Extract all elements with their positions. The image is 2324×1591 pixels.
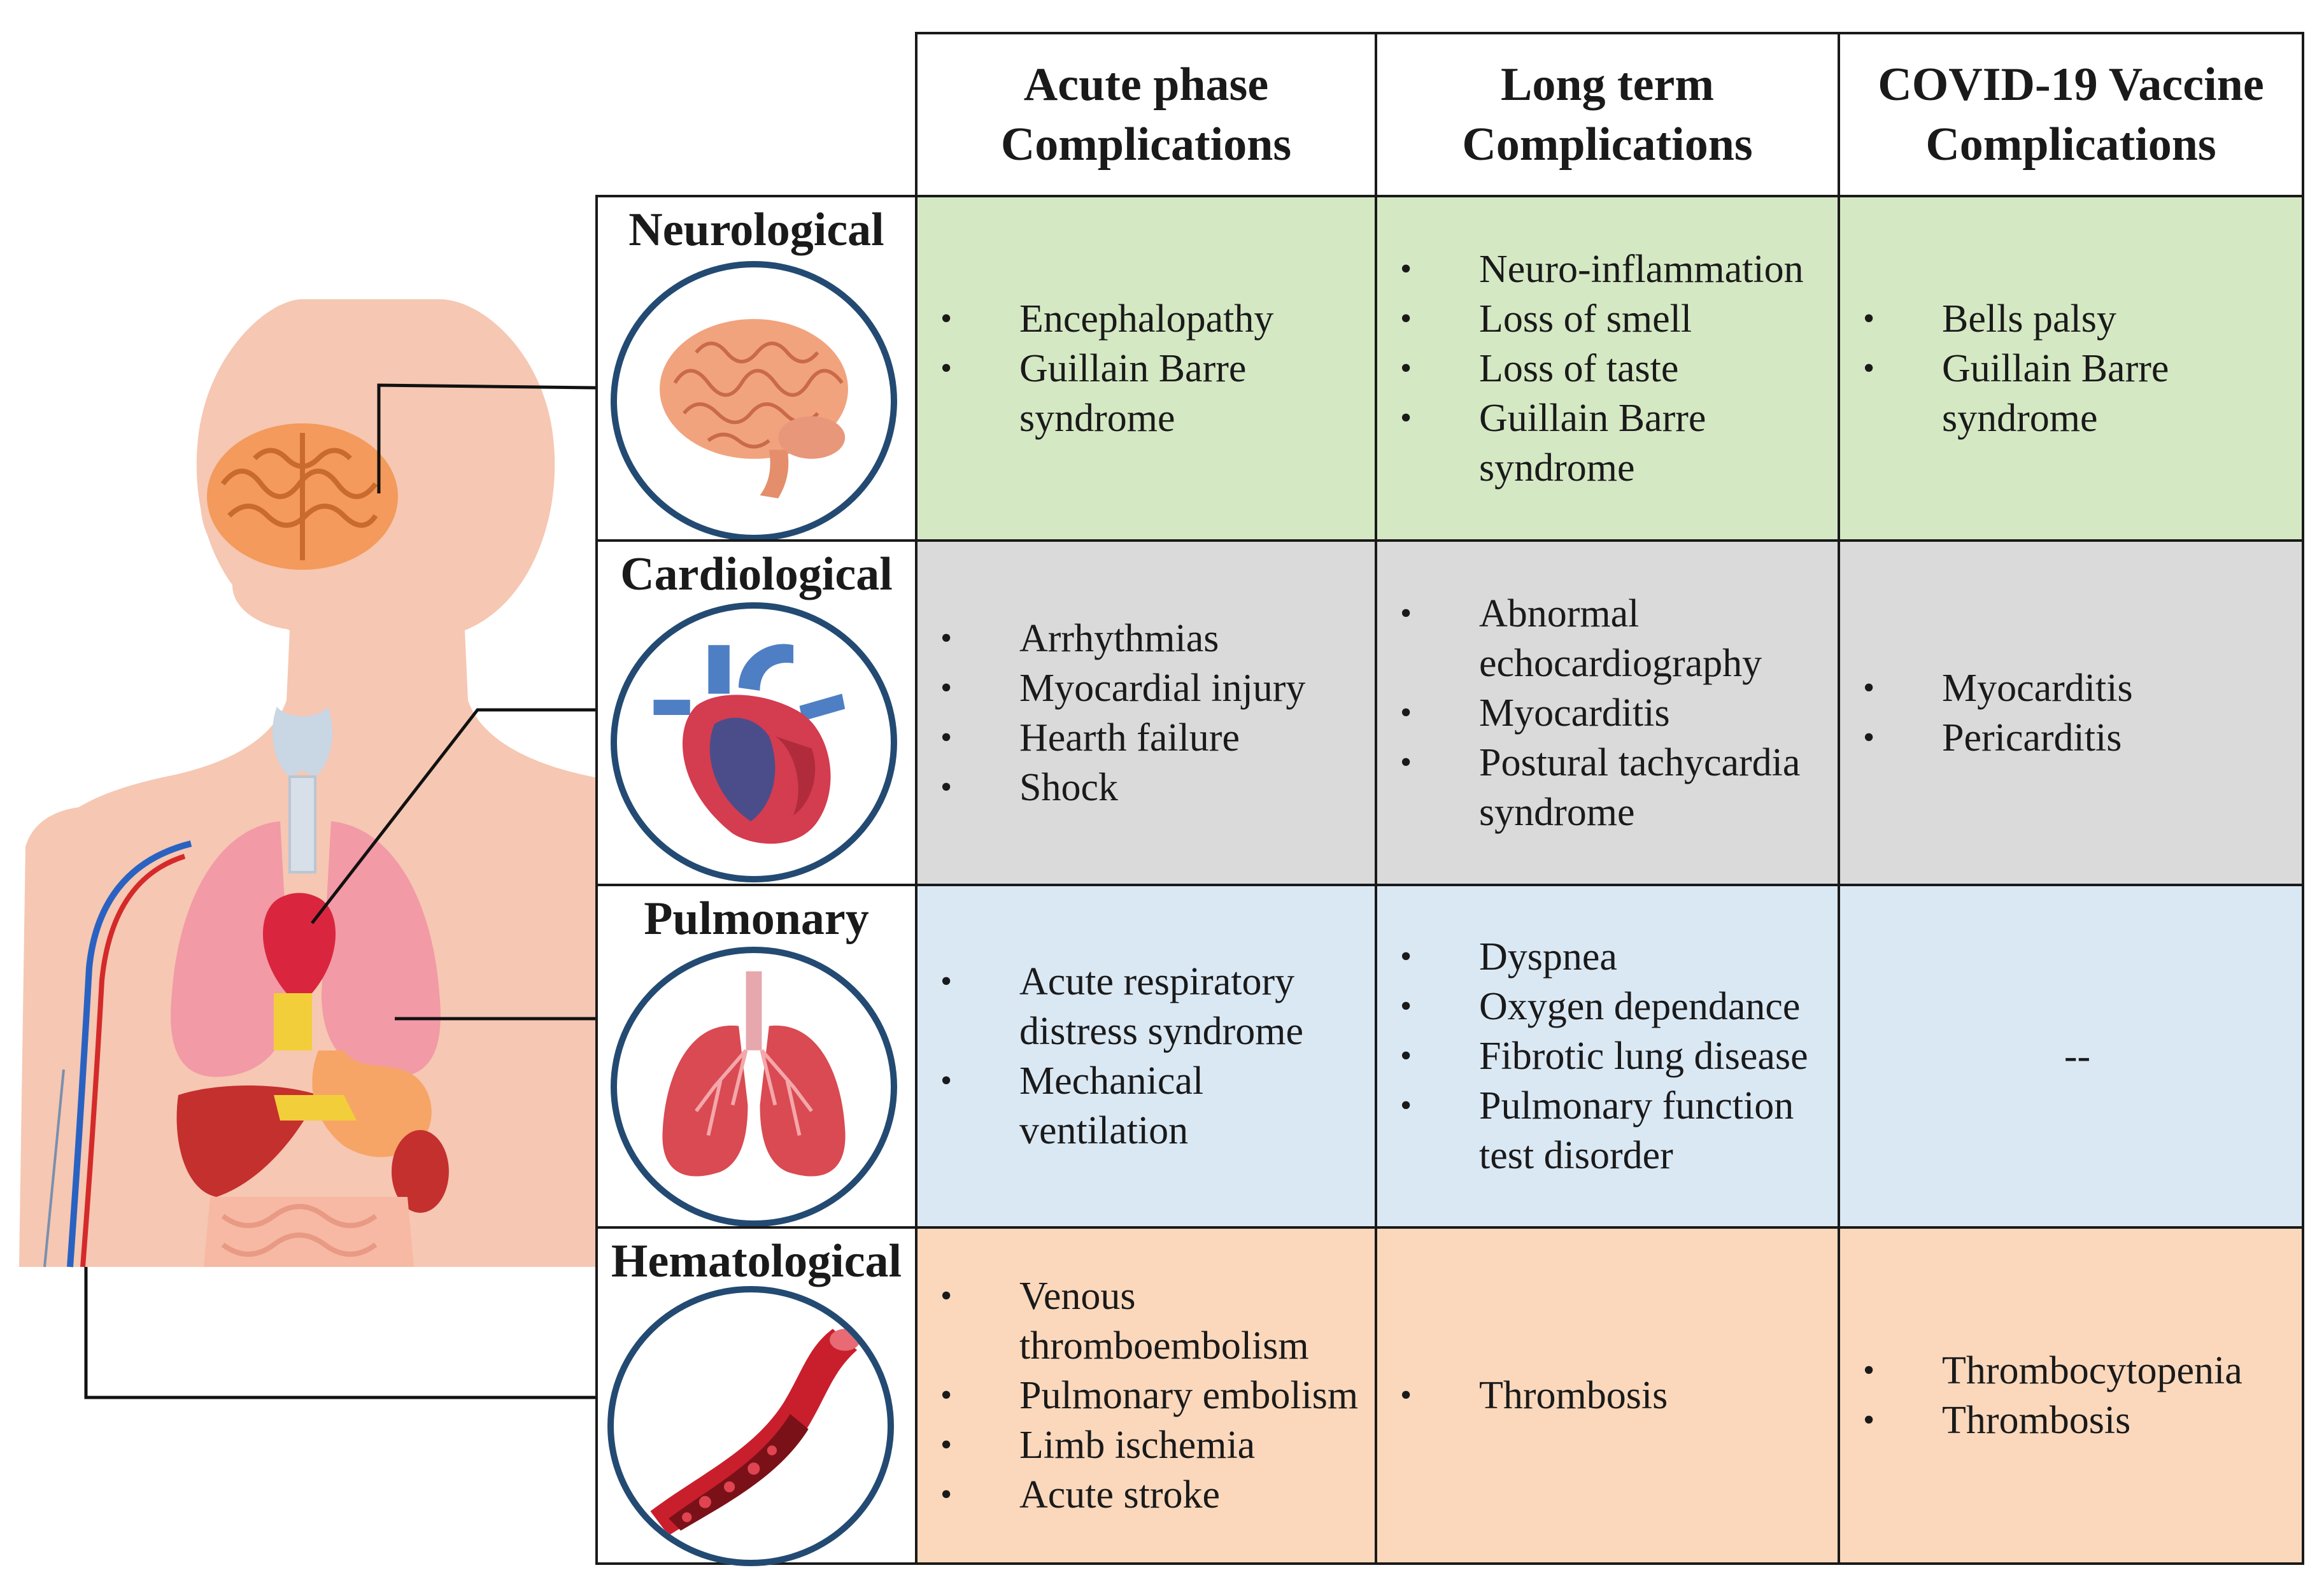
lungs-icon: [662, 971, 846, 1177]
complication-list: Bells palsy Guillain Barre syndrome: [1859, 294, 2295, 443]
list-item: Myocarditis: [1859, 663, 2295, 713]
cell-pulmonary-acute: Acute respiratory distress syndrome Mech…: [915, 884, 1377, 1229]
body-liver-icon: [176, 1085, 318, 1197]
column-header-long-term: Long term Complications: [1375, 32, 1840, 197]
list-item: Shock: [937, 763, 1368, 812]
body-thyroid-icon: [272, 707, 333, 873]
list-item: Myocardial injury: [937, 663, 1368, 713]
organ-circle: [611, 947, 897, 1227]
cell-hematological-vaccine: Thrombocytopenia Thrombosis: [1838, 1226, 2304, 1565]
list-item: Thrombosis: [1859, 1396, 2295, 1445]
body-heart-icon: [262, 893, 336, 1006]
list-item: Dyspnea: [1396, 932, 1831, 982]
list-item: Myocarditis: [1396, 688, 1831, 738]
cell-pulmonary-long-term: Dyspnea Oxygen dependance Fibrotic lung …: [1375, 884, 1840, 1229]
complication-list: Acute respiratory distress syndrome Mech…: [937, 957, 1368, 1156]
complication-list: Venous thromboembolism Pulmonary embolis…: [937, 1271, 1368, 1520]
complication-list: Encephalopathy Guillain Barre syndrome: [937, 294, 1368, 443]
complication-list: Thrombosis: [1396, 1371, 1831, 1420]
list-item: Oxygen dependance: [1396, 982, 1831, 1031]
row-label-pulmonary: Pulmonary: [595, 884, 918, 1229]
list-item: Pulmonary embolism: [937, 1371, 1368, 1420]
row-title: Hematological: [611, 1235, 902, 1287]
list-item: Pulmonary function test disorder: [1396, 1081, 1831, 1180]
list-item: Guillain Barre syndrome: [937, 344, 1368, 443]
list-item: Venous thromboembolism: [937, 1271, 1368, 1371]
body-intestines-icon: [204, 1197, 414, 1267]
heart-icon: [653, 644, 846, 844]
list-item: Abnormal echocardiography: [1396, 589, 1831, 688]
list-item: Thrombocytopenia: [1859, 1346, 2295, 1396]
list-item: Postural tachycardia syndrome: [1396, 738, 1831, 837]
column-header-line: Complications: [1925, 118, 2216, 171]
body-spleen-icon: [392, 1130, 449, 1213]
organ-circle: [607, 1286, 894, 1566]
list-item: Mechanical ventilation: [937, 1056, 1368, 1156]
connector-arrows: [84, 374, 653, 1412]
list-item: Neuro-inflammation: [1396, 244, 1831, 294]
column-header-line: Long term: [1500, 59, 1714, 111]
row-title: Pulmonary: [644, 893, 869, 945]
arrow-hematological: [84, 1267, 640, 1399]
list-item: Arrhythmias: [937, 614, 1368, 663]
body-blood-vessels-icon: [43, 840, 192, 1268]
list-item: Loss of taste: [1396, 344, 1831, 393]
row-label-cardiological: Cardiological: [595, 539, 918, 886]
column-header-line: COVID-19 Vaccine: [1878, 59, 2264, 111]
list-item: Guillain Barre syndrome: [1859, 344, 2295, 443]
list-item: Guillain Barre syndrome: [1396, 393, 1831, 493]
cell-pulmonary-vaccine: --: [1838, 884, 2304, 1229]
list-item: Pericarditis: [1859, 713, 2295, 763]
cell-neurological-long-term: Neuro-inflammation Loss of smell Loss of…: [1375, 195, 1840, 542]
list-item: Acute respiratory distress syndrome: [937, 957, 1368, 1056]
organ-circle: [611, 602, 897, 882]
complication-list: Abnormal echocardiography Myocarditis Po…: [1396, 589, 1831, 837]
row-label-neurological: Neurological: [595, 195, 918, 542]
organ-circle: [611, 261, 897, 541]
body-stomach-icon: [274, 993, 432, 1157]
empty-value: --: [2064, 1035, 2091, 1078]
column-header-line: Acute phase: [1023, 59, 1269, 111]
complication-list: Neuro-inflammation Loss of smell Loss of…: [1396, 244, 1831, 493]
brain-icon: [660, 319, 848, 499]
cell-cardiological-vaccine: Myocarditis Pericarditis: [1838, 539, 2304, 886]
list-item: Thrombosis: [1396, 1371, 1831, 1420]
blood-vessel-icon: [641, 1329, 860, 1538]
column-header-vaccine: COVID-19 Vaccine Complications: [1838, 32, 2304, 197]
row-title: Cardiological: [620, 548, 893, 600]
cell-cardiological-long-term: Abnormal echocardiography Myocarditis Po…: [1375, 539, 1840, 886]
row-label-hematological: Hematological: [595, 1226, 918, 1566]
list-item: Acute stroke: [937, 1470, 1368, 1520]
cell-neurological-vaccine: Bells palsy Guillain Barre syndrome: [1838, 195, 2304, 542]
column-header-acute: Acute phase Complications: [915, 32, 1377, 197]
complication-list: Thrombocytopenia Thrombosis: [1859, 1346, 2295, 1445]
cell-hematological-acute: Venous thromboembolism Pulmonary embolis…: [915, 1226, 1377, 1565]
body-lungs-icon: [171, 821, 441, 1077]
list-item: Limb ischemia: [937, 1420, 1368, 1470]
list-item: Bells palsy: [1859, 294, 2295, 344]
cell-neurological-acute: Encephalopathy Guillain Barre syndrome: [915, 195, 1377, 542]
body-brain-icon: [207, 423, 398, 570]
list-item: Fibrotic lung disease: [1396, 1031, 1831, 1081]
complication-list: Myocarditis Pericarditis: [1859, 663, 2295, 763]
row-title: Neurological: [628, 204, 884, 256]
list-item: Hearth failure: [937, 713, 1368, 763]
complication-list: Dyspnea Oxygen dependance Fibrotic lung …: [1396, 932, 1831, 1180]
column-header-line: Complications: [1000, 118, 1292, 171]
list-item: Loss of smell: [1396, 294, 1831, 344]
column-header-line: Complications: [1462, 118, 1753, 171]
complication-list: Arrhythmias Myocardial injury Hearth fai…: [937, 614, 1368, 812]
cell-cardiological-acute: Arrhythmias Myocardial injury Hearth fai…: [915, 539, 1377, 886]
cell-hematological-long-term: Thrombosis: [1375, 1226, 1840, 1565]
list-item: Encephalopathy: [937, 294, 1368, 344]
